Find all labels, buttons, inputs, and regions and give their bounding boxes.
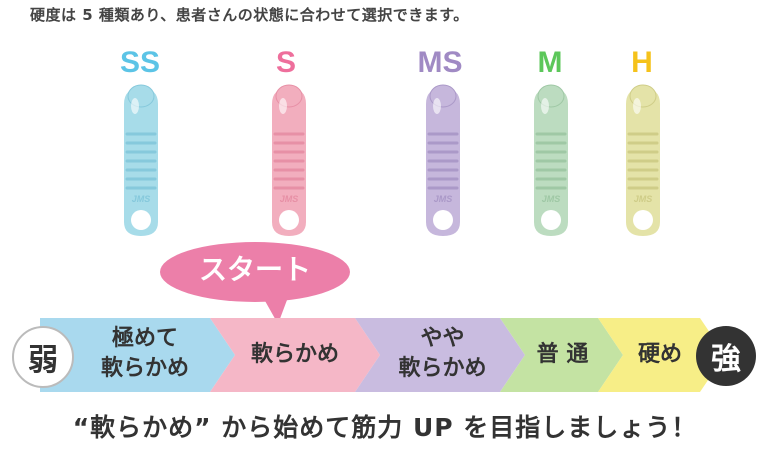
grade-label-ms: MS [417,46,463,79]
scale-segment-1 [40,318,235,392]
scale-segment-5 [598,318,725,392]
strong-badge: 強 [696,326,756,386]
oral-tool-m: JMS [534,84,568,236]
segment-label-4: 普 通 [536,342,589,367]
svg-text:JMS: JMS [434,194,453,204]
grade-label-ss: SS [119,46,161,79]
segment-label-3: やや軟らかめ [398,326,487,381]
segment-label-2: 軟らかめ [250,342,339,367]
grade-label-h: H [631,46,653,79]
svg-text:JMS: JMS [280,194,299,204]
svg-text:JMS: JMS [132,194,151,204]
segment-label-5: 硬め [637,342,682,367]
grade-label-s: S [275,46,296,79]
svg-text:JMS: JMS [542,194,561,204]
oral-tool-h: JMS [626,84,660,236]
segment-label-1: 極めて軟らかめ [100,326,189,381]
grade-label-m: M [537,46,563,79]
start-callout-text: スタート [198,253,311,286]
hardness-scale: 弱 強 極めて軟らかめ 軟らかめ やや軟らかめ 普 通 硬め [0,310,770,400]
svg-text:JMS: JMS [634,194,653,204]
scale-segment-4 [500,318,623,392]
oral-tool-ms: JMS [426,84,460,236]
oral-tool-s: JMS [272,84,306,236]
footer-text: “軟らかめ” から始めて筋力 UP を目指しましょう！ [72,413,698,442]
weak-badge: 弱 [12,326,74,388]
start-callout-bubble [160,242,350,324]
scale-segment-2 [210,318,380,392]
oral-tool-ss: JMS [124,84,158,236]
scale-segment-3 [355,318,525,392]
intro-text: 硬度は 5 種類あり、患者さんの状態に合わせて選択できます。 [30,6,469,24]
